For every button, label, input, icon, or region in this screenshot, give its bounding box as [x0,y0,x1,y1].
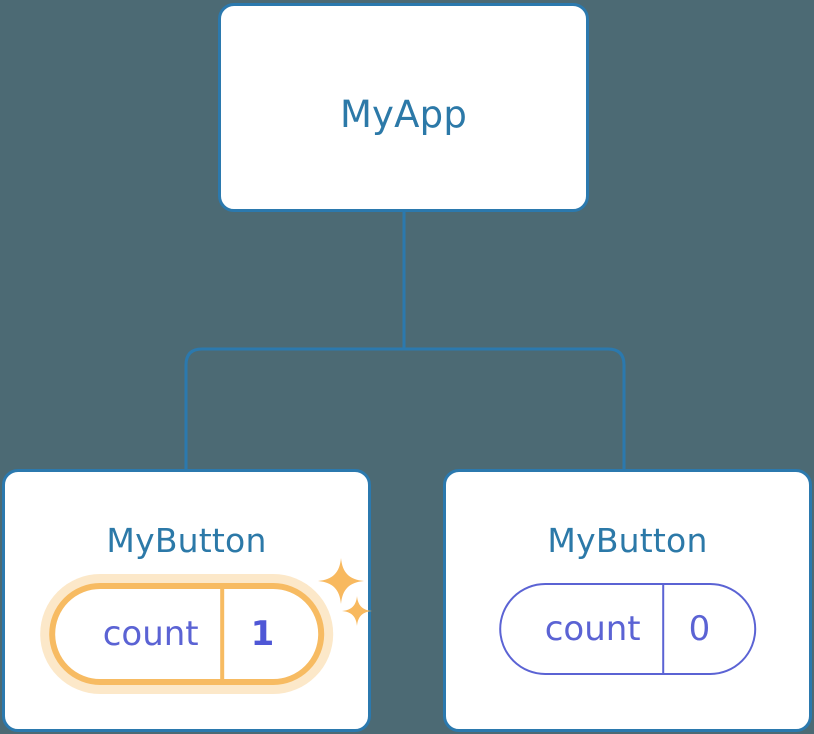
state-pill-wrap-1: count 0 [498,583,757,675]
state-pill-wrap-0: count 1 [48,583,325,685]
state-pill-0[interactable]: count 1 [48,583,325,685]
state-key-1: count [544,609,641,649]
state-pill-1[interactable]: count 0 [498,583,757,675]
node-myapp[interactable]: MyApp [218,3,589,212]
connector-branch-bar [184,347,626,469]
state-value-0: 1 [220,589,319,679]
node-title-mybutton-0: MyButton [106,521,267,560]
state-value-1: 0 [662,585,755,673]
node-title-mybutton-1: MyButton [547,521,708,560]
state-key-0: count [102,614,199,654]
node-mybutton-0[interactable]: MyButton count 1 [2,469,371,732]
node-mybutton-1[interactable]: MyButton count 0 [443,469,812,732]
node-title-myapp: MyApp [339,93,468,136]
